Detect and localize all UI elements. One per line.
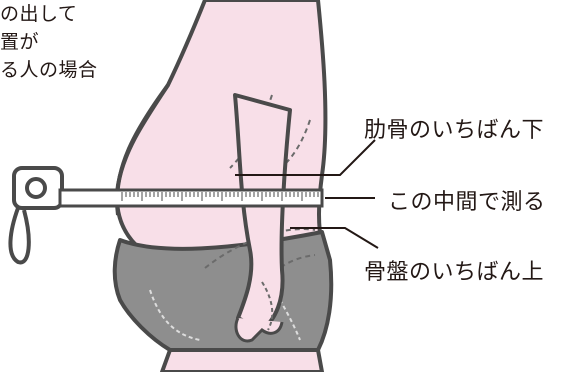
tape-strip xyxy=(58,188,324,208)
label-midpoint: この中間で測る xyxy=(388,190,546,215)
leader-pelvis xyxy=(290,227,379,249)
body-torso xyxy=(115,0,328,264)
tape-case-knob xyxy=(25,177,47,199)
measuring-tape xyxy=(8,166,324,265)
leader-rib xyxy=(235,139,376,176)
caption-line-3: る人の場合 xyxy=(0,59,98,81)
caption-line-2: 置が xyxy=(0,31,40,53)
thigh xyxy=(160,348,324,372)
tape-strap xyxy=(8,207,31,265)
label-rib-bottom: 肋骨のいちばん下 xyxy=(364,118,545,143)
caption-line-1: の出して xyxy=(0,3,78,25)
underwear xyxy=(112,230,334,352)
label-pelvis-top: 骨盤のいちばん上 xyxy=(364,260,545,285)
tape-ticks xyxy=(121,192,319,201)
